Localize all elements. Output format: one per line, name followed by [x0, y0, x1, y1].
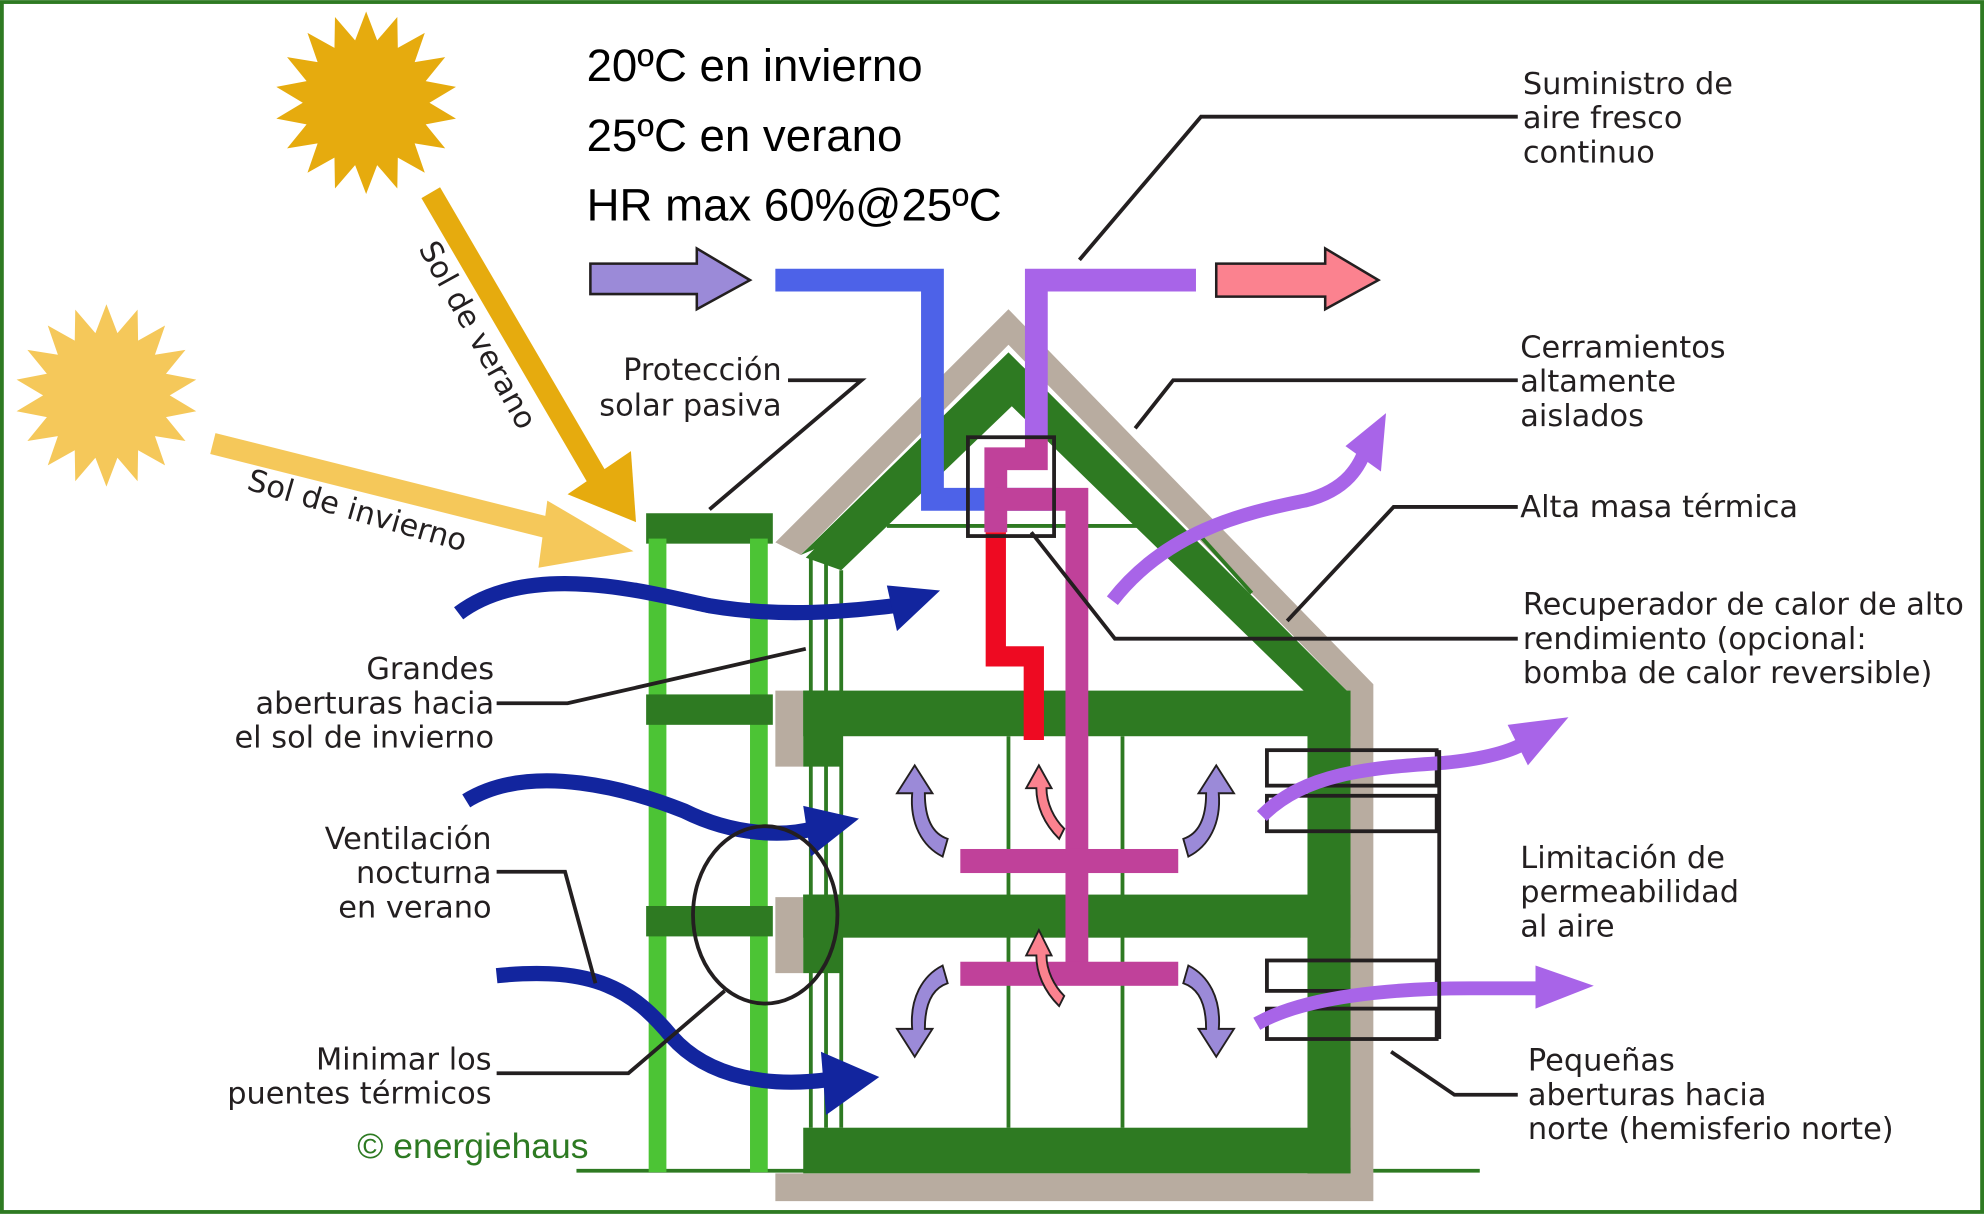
- wind-arrow-bottom: [495, 965, 880, 1116]
- thermal-bridge-circle: [691, 824, 840, 1006]
- summer-sun-icon: [276, 11, 456, 194]
- north-upper-exhaust-arrow: [1256, 717, 1569, 822]
- callout-limitacion: Limitación de permeabilidad al aire: [1520, 841, 1739, 944]
- warm-air-arrow-upper: [1024, 763, 1066, 841]
- warm-air-arrow-lower: [1024, 927, 1066, 1008]
- roof-exhaust-arrow: [1106, 413, 1387, 605]
- callout-pequenas: Pequeñas aberturas hacia norte (hemisfer…: [1528, 1044, 1894, 1147]
- humidity-text: HR max 60%@25ºC: [587, 180, 1002, 231]
- fresh-air-duct: [1024, 268, 1196, 438]
- svg-text:Suministro de: Suministro de: [1523, 67, 1733, 102]
- callout-recuperador: Recuperador de calor de alto rendimiento…: [1523, 588, 1964, 691]
- winter-sun-icon: [16, 304, 197, 487]
- wind-arrow-top: [454, 576, 941, 632]
- svg-text:norte (hemisferio norte): norte (hemisferio norte): [1528, 1112, 1894, 1147]
- north-lower-exhaust-arrow: [1253, 965, 1594, 1030]
- winter-sun-ray-arrow: [210, 433, 634, 568]
- sun-shape: [276, 11, 456, 194]
- svg-text:altamente: altamente: [1520, 365, 1676, 400]
- svg-text:aislados: aislados: [1520, 399, 1644, 434]
- window-frames: [808, 524, 1254, 1128]
- leader-lines: [496, 114, 1518, 1097]
- sun-shape: [16, 304, 197, 487]
- svg-text:nocturna: nocturna: [356, 856, 492, 891]
- svg-text:continuo: continuo: [1523, 135, 1655, 170]
- svg-text:puentes térmicos: puentes térmicos: [227, 1077, 491, 1112]
- svg-text:solar pasiva: solar pasiva: [599, 389, 781, 424]
- insulation-envelope: [775, 309, 1374, 1202]
- callout-masa-termica: Alta masa térmica: [1520, 490, 1798, 525]
- svg-text:al aire: al aire: [1520, 909, 1614, 944]
- svg-text:Ventilación: Ventilación: [325, 822, 492, 857]
- supply-inflow-arrow: [589, 246, 753, 312]
- svg-text:permeabilidad: permeabilidad: [1520, 875, 1739, 910]
- callout-grandes-aberturas: Grandes aberturas hacia el sol de invier…: [234, 652, 494, 755]
- hot-water-duct: [985, 532, 1044, 741]
- circulation-arrow-up-left: [895, 763, 949, 858]
- svg-text:aberturas hacia: aberturas hacia: [1528, 1078, 1767, 1113]
- circulation-arrow-down-right: [1182, 964, 1236, 1059]
- copyright-text: © energiehaus: [357, 1126, 588, 1166]
- svg-text:Limitación de: Limitación de: [1520, 841, 1725, 876]
- exhaust-duct: [960, 437, 1179, 986]
- heat-recovery-box: [966, 435, 1056, 538]
- svg-text:rendimiento (opcional:: rendimiento (opcional:: [1523, 622, 1867, 657]
- callout-ventilacion: Ventilación nocturna en verano: [325, 822, 492, 925]
- svg-text:aire fresco: aire fresco: [1523, 101, 1683, 136]
- svg-text:Minimar los: Minimar los: [316, 1042, 492, 1077]
- exhaust-outflow-arrow: [1214, 246, 1381, 312]
- callout-cerramientos: Cerramientos altamente aislados: [1520, 330, 1725, 433]
- svg-text:el sol de invierno: el sol de invierno: [234, 721, 494, 756]
- circulation-arrow-down-left: [895, 964, 949, 1059]
- summer-sun-ray-arrow: [421, 187, 636, 523]
- svg-text:Grandes: Grandes: [366, 652, 494, 687]
- solar-protection-structure: [646, 513, 773, 1173]
- svg-text:Protección: Protección: [623, 353, 782, 388]
- svg-text:en verano: en verano: [338, 890, 491, 925]
- svg-text:bomba de calor reversible): bomba de calor reversible): [1523, 656, 1933, 691]
- winter-temp-text: 20ºC en invierno: [587, 40, 923, 91]
- circulation-arrow-up-right: [1182, 763, 1236, 858]
- summer-temp-text: 25ºC en verano: [587, 110, 903, 161]
- svg-text:Recuperador de calor de alto: Recuperador de calor de alto: [1523, 588, 1964, 623]
- callout-suministro: Suministro de aire fresco continuo: [1523, 67, 1733, 170]
- callout-proteccion: Protección solar pasiva: [599, 353, 781, 423]
- callout-minimar: Minimar los puentes térmicos: [227, 1042, 491, 1111]
- svg-text:aberturas hacia: aberturas hacia: [256, 686, 495, 721]
- wind-arrow-middle: [462, 773, 859, 857]
- svg-text:Alta masa térmica: Alta masa térmica: [1520, 490, 1798, 525]
- svg-text:Cerramientos: Cerramientos: [1520, 330, 1725, 365]
- svg-text:Pequeñas: Pequeñas: [1528, 1044, 1675, 1079]
